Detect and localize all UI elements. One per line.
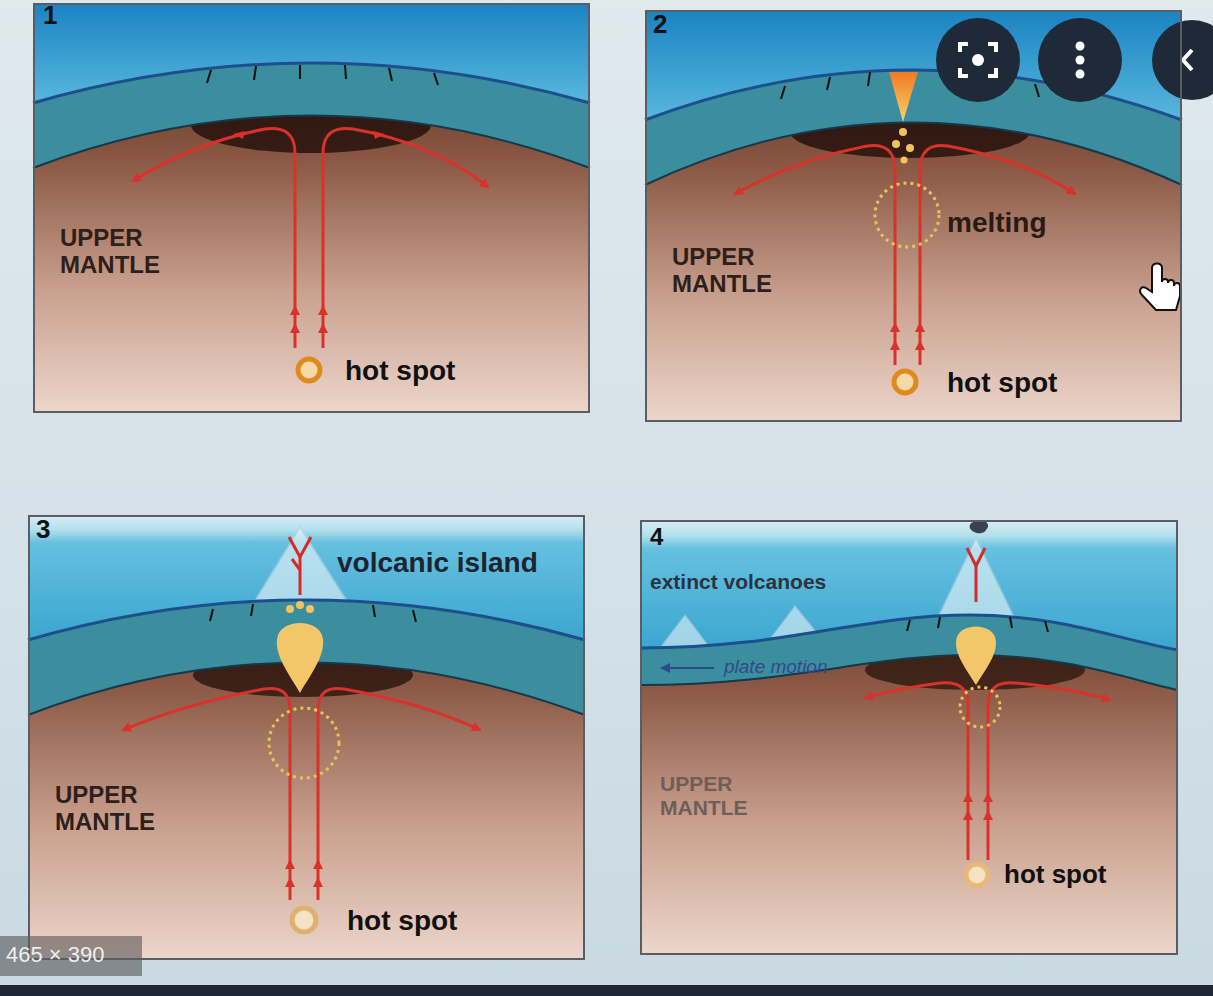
feature-label: volcanic island	[337, 547, 538, 578]
panel-4-art	[640, 520, 1178, 955]
hot-spot-label: hot spot	[347, 905, 457, 936]
hot-spot-label: hot spot	[345, 355, 455, 386]
panel-number: 4	[650, 524, 663, 551]
panel-number: 1	[43, 1, 57, 30]
panel: 3 volcanic islandUPPER MANTLE hot spot	[28, 515, 585, 960]
image-size-watermark: 465 × 390	[6, 942, 104, 968]
panel: 4 extinct volcanoes plate motionUPPER MANT…	[640, 520, 1178, 955]
hot-spot-label: hot spot	[947, 367, 1057, 398]
panel-1-art	[33, 3, 590, 413]
viewer-buttons	[936, 18, 1213, 102]
hot-spot-label: hot spot	[1004, 860, 1107, 889]
layer-label: UPPER MANTLE	[672, 244, 822, 298]
panel-number: 2	[653, 10, 667, 39]
watermark-ground	[0, 936, 142, 976]
panel-number: 3	[36, 515, 50, 544]
layer-label: UPPER MANTLE	[55, 782, 205, 836]
panel-3-art	[28, 515, 585, 960]
process-label: melting	[947, 207, 1047, 238]
bottom-bar	[0, 985, 1213, 996]
motion-label: plate motion	[724, 656, 828, 677]
panel-2-art	[645, 10, 1182, 422]
layer-label: UPPER MANTLE	[60, 225, 210, 279]
cursor-hand	[1140, 264, 1180, 311]
panel: 1UPPER MANTLE hot spot	[33, 3, 590, 413]
feature-label: extinct volcanoes	[650, 570, 826, 594]
layer-label: UPPER MANTLE	[660, 772, 800, 819]
panel: 2 meltingUPPER MANTLE hot spot	[645, 10, 1182, 422]
